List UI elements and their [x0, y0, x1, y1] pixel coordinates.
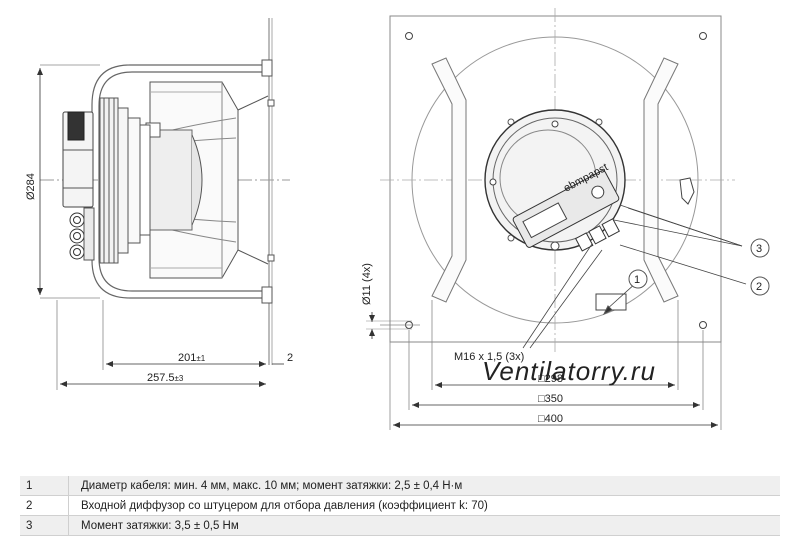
dim-2-label: 2: [287, 352, 293, 364]
note-number: 3: [20, 515, 69, 536]
cable-gland-label: M16 x 1,5 (3x): [454, 351, 524, 363]
hole-diameter-label: Ø11 (4x): [361, 263, 373, 305]
callout-3-label: 3: [756, 243, 762, 255]
dim-201-tolerance: ±1: [196, 354, 205, 363]
dim-350-label: □350: [538, 393, 563, 405]
callout-1-label: 1: [634, 274, 640, 286]
dim-257-tolerance: ±3: [175, 374, 184, 383]
watermark: Ventilatorry.ru: [482, 356, 656, 386]
table-row: 3 Момент затяжки: 3,5 ± 0,5 Нм: [20, 515, 780, 536]
callout-2-label: 2: [756, 281, 762, 293]
front-view: [366, 8, 770, 430]
side-view-labels: Ø284 201±1 2 257.5±3: [25, 173, 293, 384]
dim-257-value: 257.5: [147, 372, 175, 384]
note-number: 1: [20, 476, 69, 496]
dim-201-value: 201: [178, 352, 196, 364]
table-row: 2 Входной диффузор со штуцером для отбор…: [20, 495, 780, 516]
dim-298-label: □298: [538, 373, 563, 385]
note-number: 2: [20, 495, 69, 516]
technical-drawing: Ø284 201±1 2 257.5±3: [25, 8, 770, 430]
dim-257-label: 257.5±3: [147, 372, 184, 384]
notes-table: 1 Диаметр кабеля: мин. 4 мм, макс. 10 мм…: [20, 476, 780, 536]
dim-201-label: 201±1: [178, 352, 206, 364]
table-row: 1 Диаметр кабеля: мин. 4 мм, макс. 10 мм…: [20, 476, 780, 496]
side-view: [37, 18, 290, 390]
note-text: Входной диффузор со штуцером для отбора …: [68, 495, 780, 516]
note-text: Диаметр кабеля: мин. 4 мм, макс. 10 мм; …: [68, 476, 780, 496]
diameter-284-label: Ø284: [25, 173, 37, 200]
dim-400-label: □400: [538, 413, 563, 425]
note-text: Момент затяжки: 3,5 ± 0,5 Нм: [68, 515, 780, 536]
